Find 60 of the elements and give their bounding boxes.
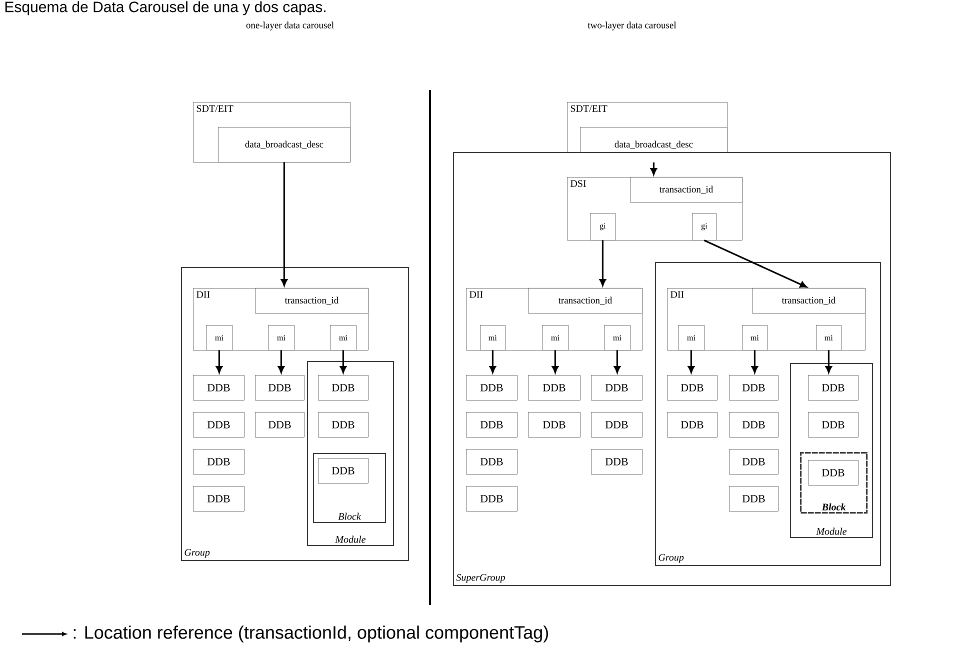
- arrow: [489, 350, 496, 373]
- arrow: [825, 350, 832, 373]
- arrow: [751, 350, 758, 373]
- data-block-box: DDB: [667, 375, 718, 400]
- data-block-box: DDB: [729, 375, 778, 400]
- reference-box: mi: [480, 325, 506, 350]
- data-block-box: DDB: [318, 458, 368, 484]
- reference-box: mi: [330, 325, 356, 350]
- field-box: transaction_id: [528, 288, 642, 314]
- data-block-box: DDB: [255, 375, 304, 400]
- reference-box: mi: [742, 325, 768, 350]
- arrow: [704, 240, 807, 288]
- title: Esquema de Data Carousel de una y dos capas.: [5, 1, 326, 16]
- data-block-box: DDB: [591, 449, 642, 474]
- data-block-box: DDB: [591, 412, 642, 438]
- data-block-box: DDB: [466, 412, 518, 438]
- data-block-box: DDB: [318, 375, 368, 400]
- data-block-box: DDB: [466, 375, 518, 400]
- data-block-box: DDB: [466, 486, 518, 512]
- arrow: [650, 162, 657, 175]
- field-box: transaction_id: [752, 288, 866, 314]
- reference-box: mi: [678, 325, 704, 350]
- field-box: transaction_id: [630, 177, 742, 202]
- arrow: [552, 350, 558, 373]
- section-heading: two-layer data carousel: [588, 22, 676, 30]
- arrow: [340, 350, 346, 373]
- data-block-box: DDB: [808, 375, 858, 400]
- data-block-box: DDB: [808, 412, 858, 438]
- data-block-box: DDB: [808, 460, 858, 486]
- reference-box: mi: [816, 325, 842, 350]
- field-box: data_broadcast_desc: [218, 127, 350, 162]
- data-block-box: DDB: [528, 375, 580, 400]
- reference-box: gi: [692, 213, 716, 240]
- data-block-box: DDB: [466, 449, 518, 474]
- section-heading: one-layer data carousel: [246, 22, 334, 30]
- reference-box: gi: [590, 213, 616, 240]
- data-block-box: DDB: [591, 375, 642, 400]
- data-block-box: DDB: [729, 486, 778, 512]
- data-block-box: DDB: [667, 412, 718, 438]
- arrow: [614, 350, 620, 373]
- reference-box: mi: [268, 325, 294, 350]
- data-block-box: DDB: [193, 375, 244, 400]
- arrow: [688, 350, 694, 373]
- arrow: [280, 162, 288, 286]
- arrow: [216, 350, 222, 373]
- data-block-box: DDB: [255, 412, 304, 438]
- data-block-box: DDB: [193, 449, 244, 474]
- reference-box: mi: [206, 325, 232, 350]
- data-block-box: DDB: [193, 486, 244, 512]
- arrow: [278, 350, 284, 373]
- data-block-box: DDB: [318, 412, 368, 438]
- field-box: transaction_id: [255, 288, 368, 314]
- data-block-box: DDB: [528, 412, 580, 438]
- arrow: [599, 240, 606, 286]
- data-block-box: DDB: [729, 412, 778, 438]
- reference-box: mi: [542, 325, 568, 350]
- reference-box: mi: [604, 325, 630, 350]
- data-block-box: DDB: [729, 449, 778, 474]
- legend-text: : Location reference (transactionId, optional componentTag): [74, 626, 548, 642]
- data-block-box: DDB: [193, 412, 244, 438]
